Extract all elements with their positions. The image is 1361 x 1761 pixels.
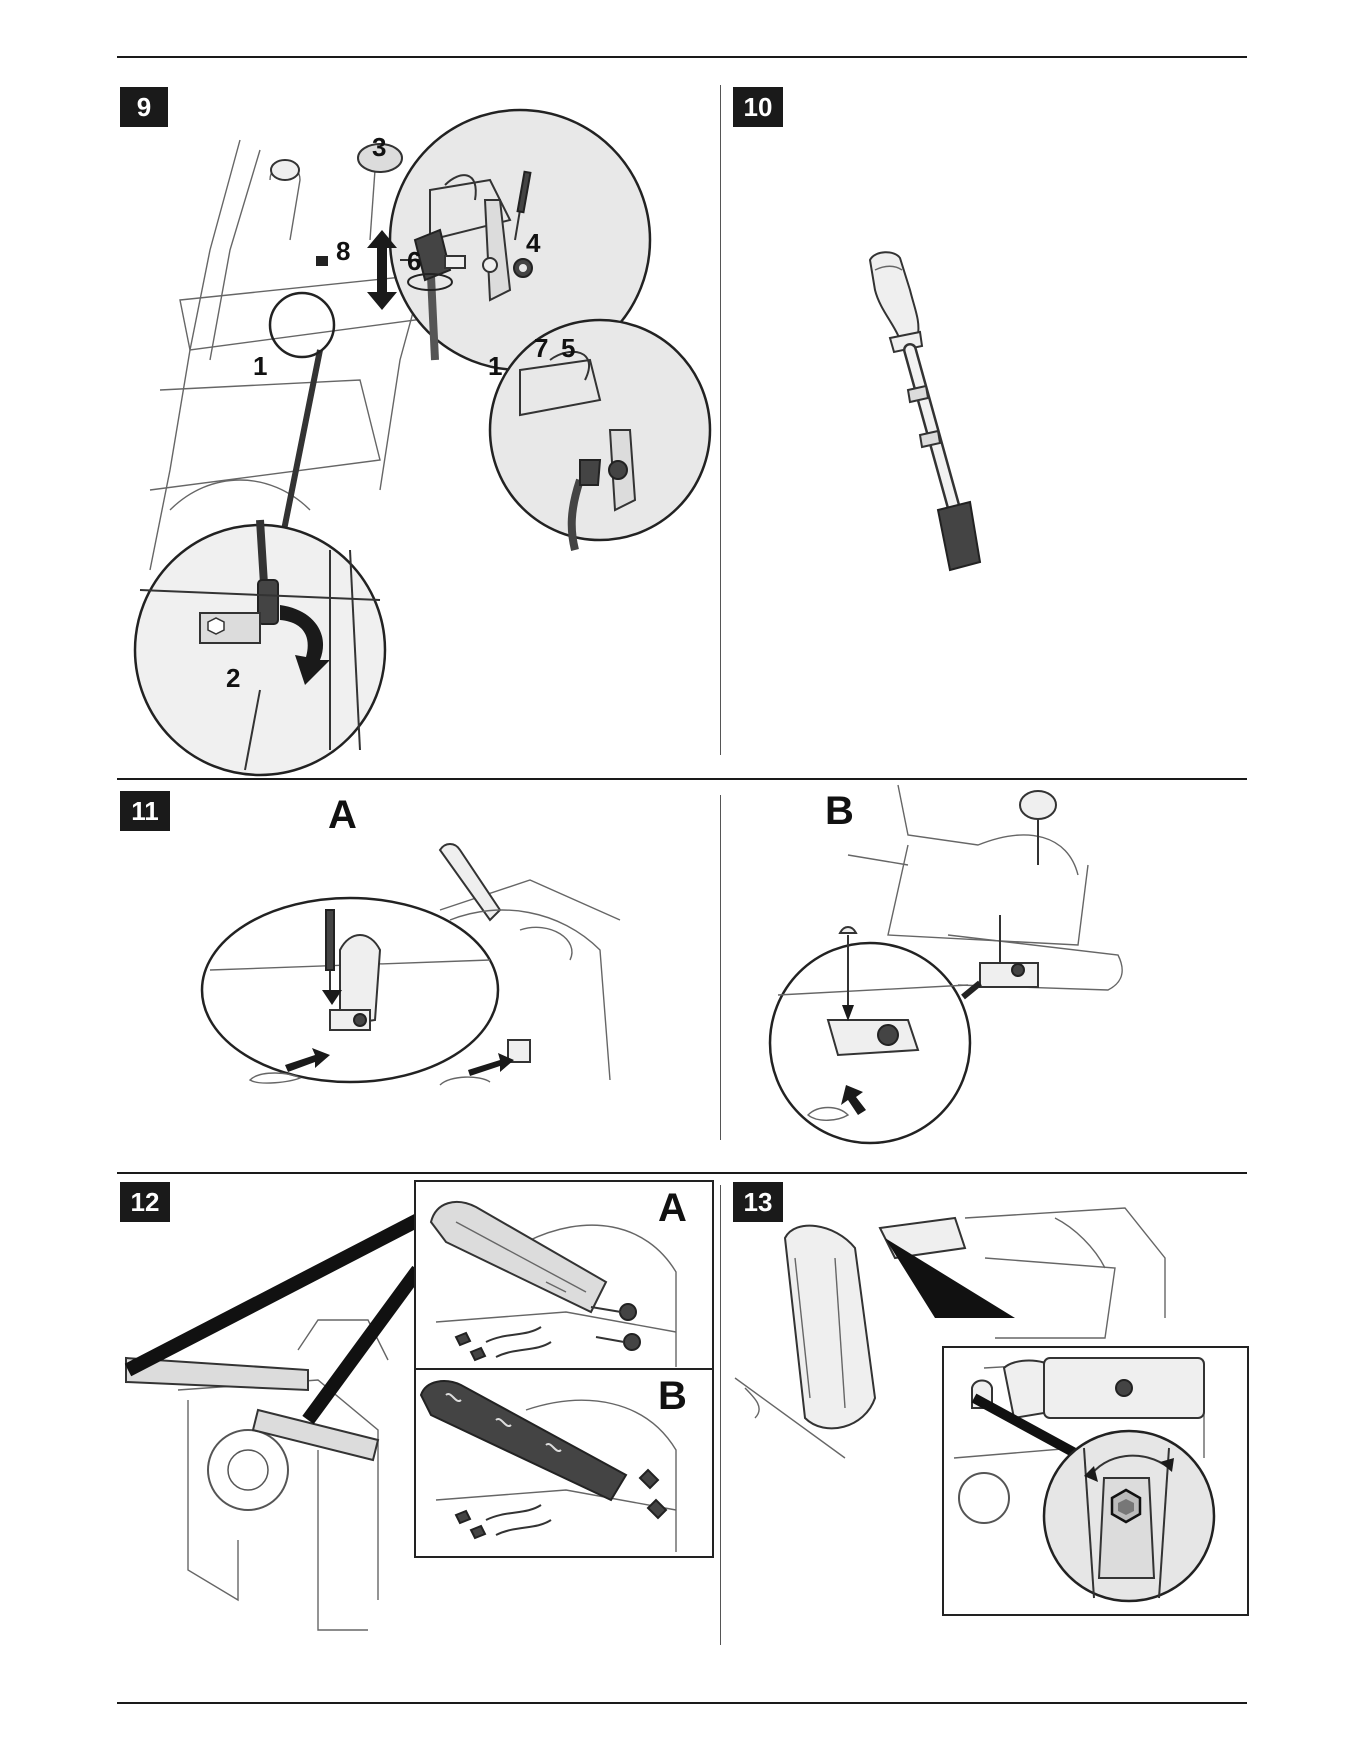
col-divider-3 bbox=[720, 1185, 721, 1645]
panel-label-11-a: A bbox=[328, 793, 357, 838]
callout-7: 7 bbox=[534, 333, 548, 364]
handle-rod-icon bbox=[860, 250, 1020, 580]
scraper-bar-detail-a bbox=[416, 1182, 708, 1367]
callout-6: 6 bbox=[407, 246, 421, 277]
scraper-bar-icon bbox=[118, 1300, 418, 1640]
chute-nut-detail bbox=[944, 1348, 1244, 1610]
figure-number-9: 9 bbox=[120, 87, 168, 127]
skid-shoe-icon bbox=[200, 850, 620, 1120]
skid-shoe-icon-b bbox=[748, 785, 1168, 1150]
top-rule bbox=[117, 56, 1247, 58]
figure-number-10: 10 bbox=[733, 87, 783, 127]
callout-1-left: 1 bbox=[253, 351, 267, 382]
row-divider-1 bbox=[117, 778, 1247, 780]
scraper-bar-detail-b bbox=[416, 1370, 708, 1552]
col-divider-1 bbox=[720, 85, 721, 755]
callout-4: 4 bbox=[526, 228, 540, 259]
callout-2: 2 bbox=[226, 663, 240, 694]
figure-number-11: 11 bbox=[120, 791, 170, 831]
figure-number-12: 12 bbox=[120, 1182, 170, 1222]
col-divider-2 bbox=[720, 795, 721, 1140]
callout-3: 3 bbox=[372, 132, 386, 163]
bottom-rule bbox=[117, 1702, 1247, 1704]
speed-control-rod-icon bbox=[130, 130, 690, 770]
callout-1-right: 1 bbox=[488, 351, 502, 382]
callout-5: 5 bbox=[561, 333, 575, 364]
row-divider-2 bbox=[117, 1172, 1247, 1174]
callout-8: 8 bbox=[336, 236, 350, 267]
